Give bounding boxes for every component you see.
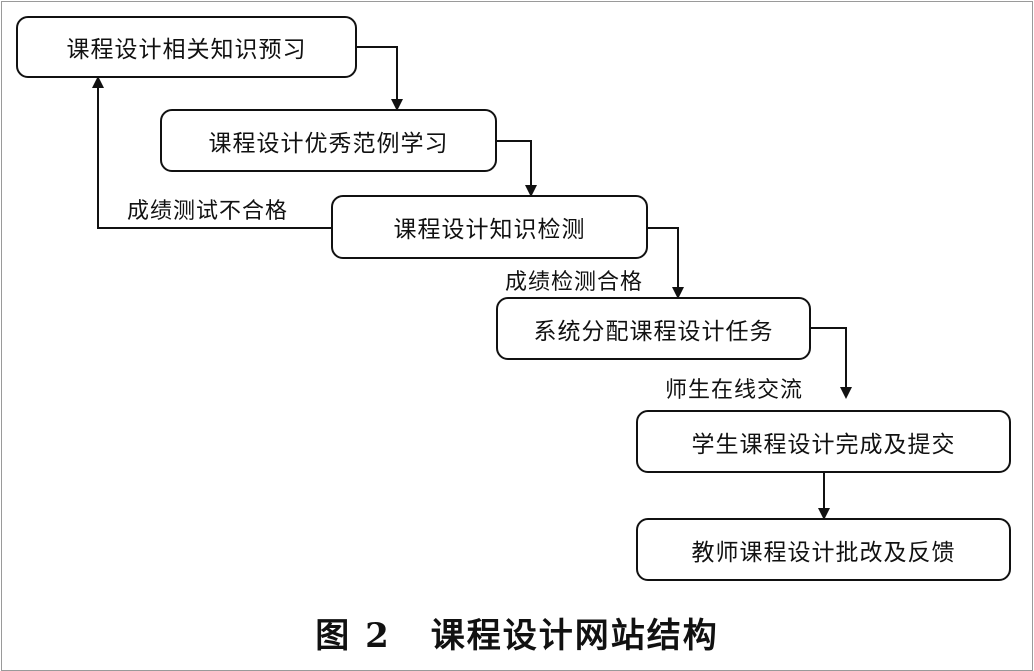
- node-label: 课程设计相关知识预习: [66, 37, 307, 63]
- edge-label-exchange: 师生在线交流: [665, 378, 804, 403]
- figure-number: 图 2: [315, 616, 391, 656]
- arrow-n4-n5: [810, 327, 852, 399]
- figure-title: 课程设计网站结构: [430, 616, 719, 656]
- node-knowledge-test: 课程设计知识检测: [331, 195, 648, 259]
- node-label: 系统分配课程设计任务: [533, 318, 774, 345]
- figure-caption: 图 2 课程设计网站结构: [0, 608, 1034, 657]
- arrow-n3-n1: [92, 76, 332, 229]
- node-grade-feedback: 教师课程设计批改及反馈: [636, 518, 1011, 581]
- node-example-study: 课程设计优秀范例学习: [160, 109, 497, 172]
- node-label: 课程设计知识检测: [393, 217, 586, 243]
- edge-label-fail: 成绩测试不合格: [127, 199, 289, 224]
- node-label: 课程设计优秀范例学习: [208, 130, 449, 157]
- arrow-n1-n2: [356, 46, 403, 111]
- arrow-n2-n3: [496, 140, 537, 197]
- node-label: 学生课程设计完成及提交: [691, 431, 956, 458]
- node-complete-submit: 学生课程设计完成及提交: [636, 410, 1011, 473]
- arrow-n3-n4: [647, 227, 684, 299]
- node-preview: 课程设计相关知识预习: [16, 16, 357, 78]
- node-assign-task: 系统分配课程设计任务: [496, 297, 811, 360]
- edge-label-pass: 成绩检测合格: [505, 270, 644, 295]
- node-label: 教师课程设计批改及反馈: [691, 539, 956, 566]
